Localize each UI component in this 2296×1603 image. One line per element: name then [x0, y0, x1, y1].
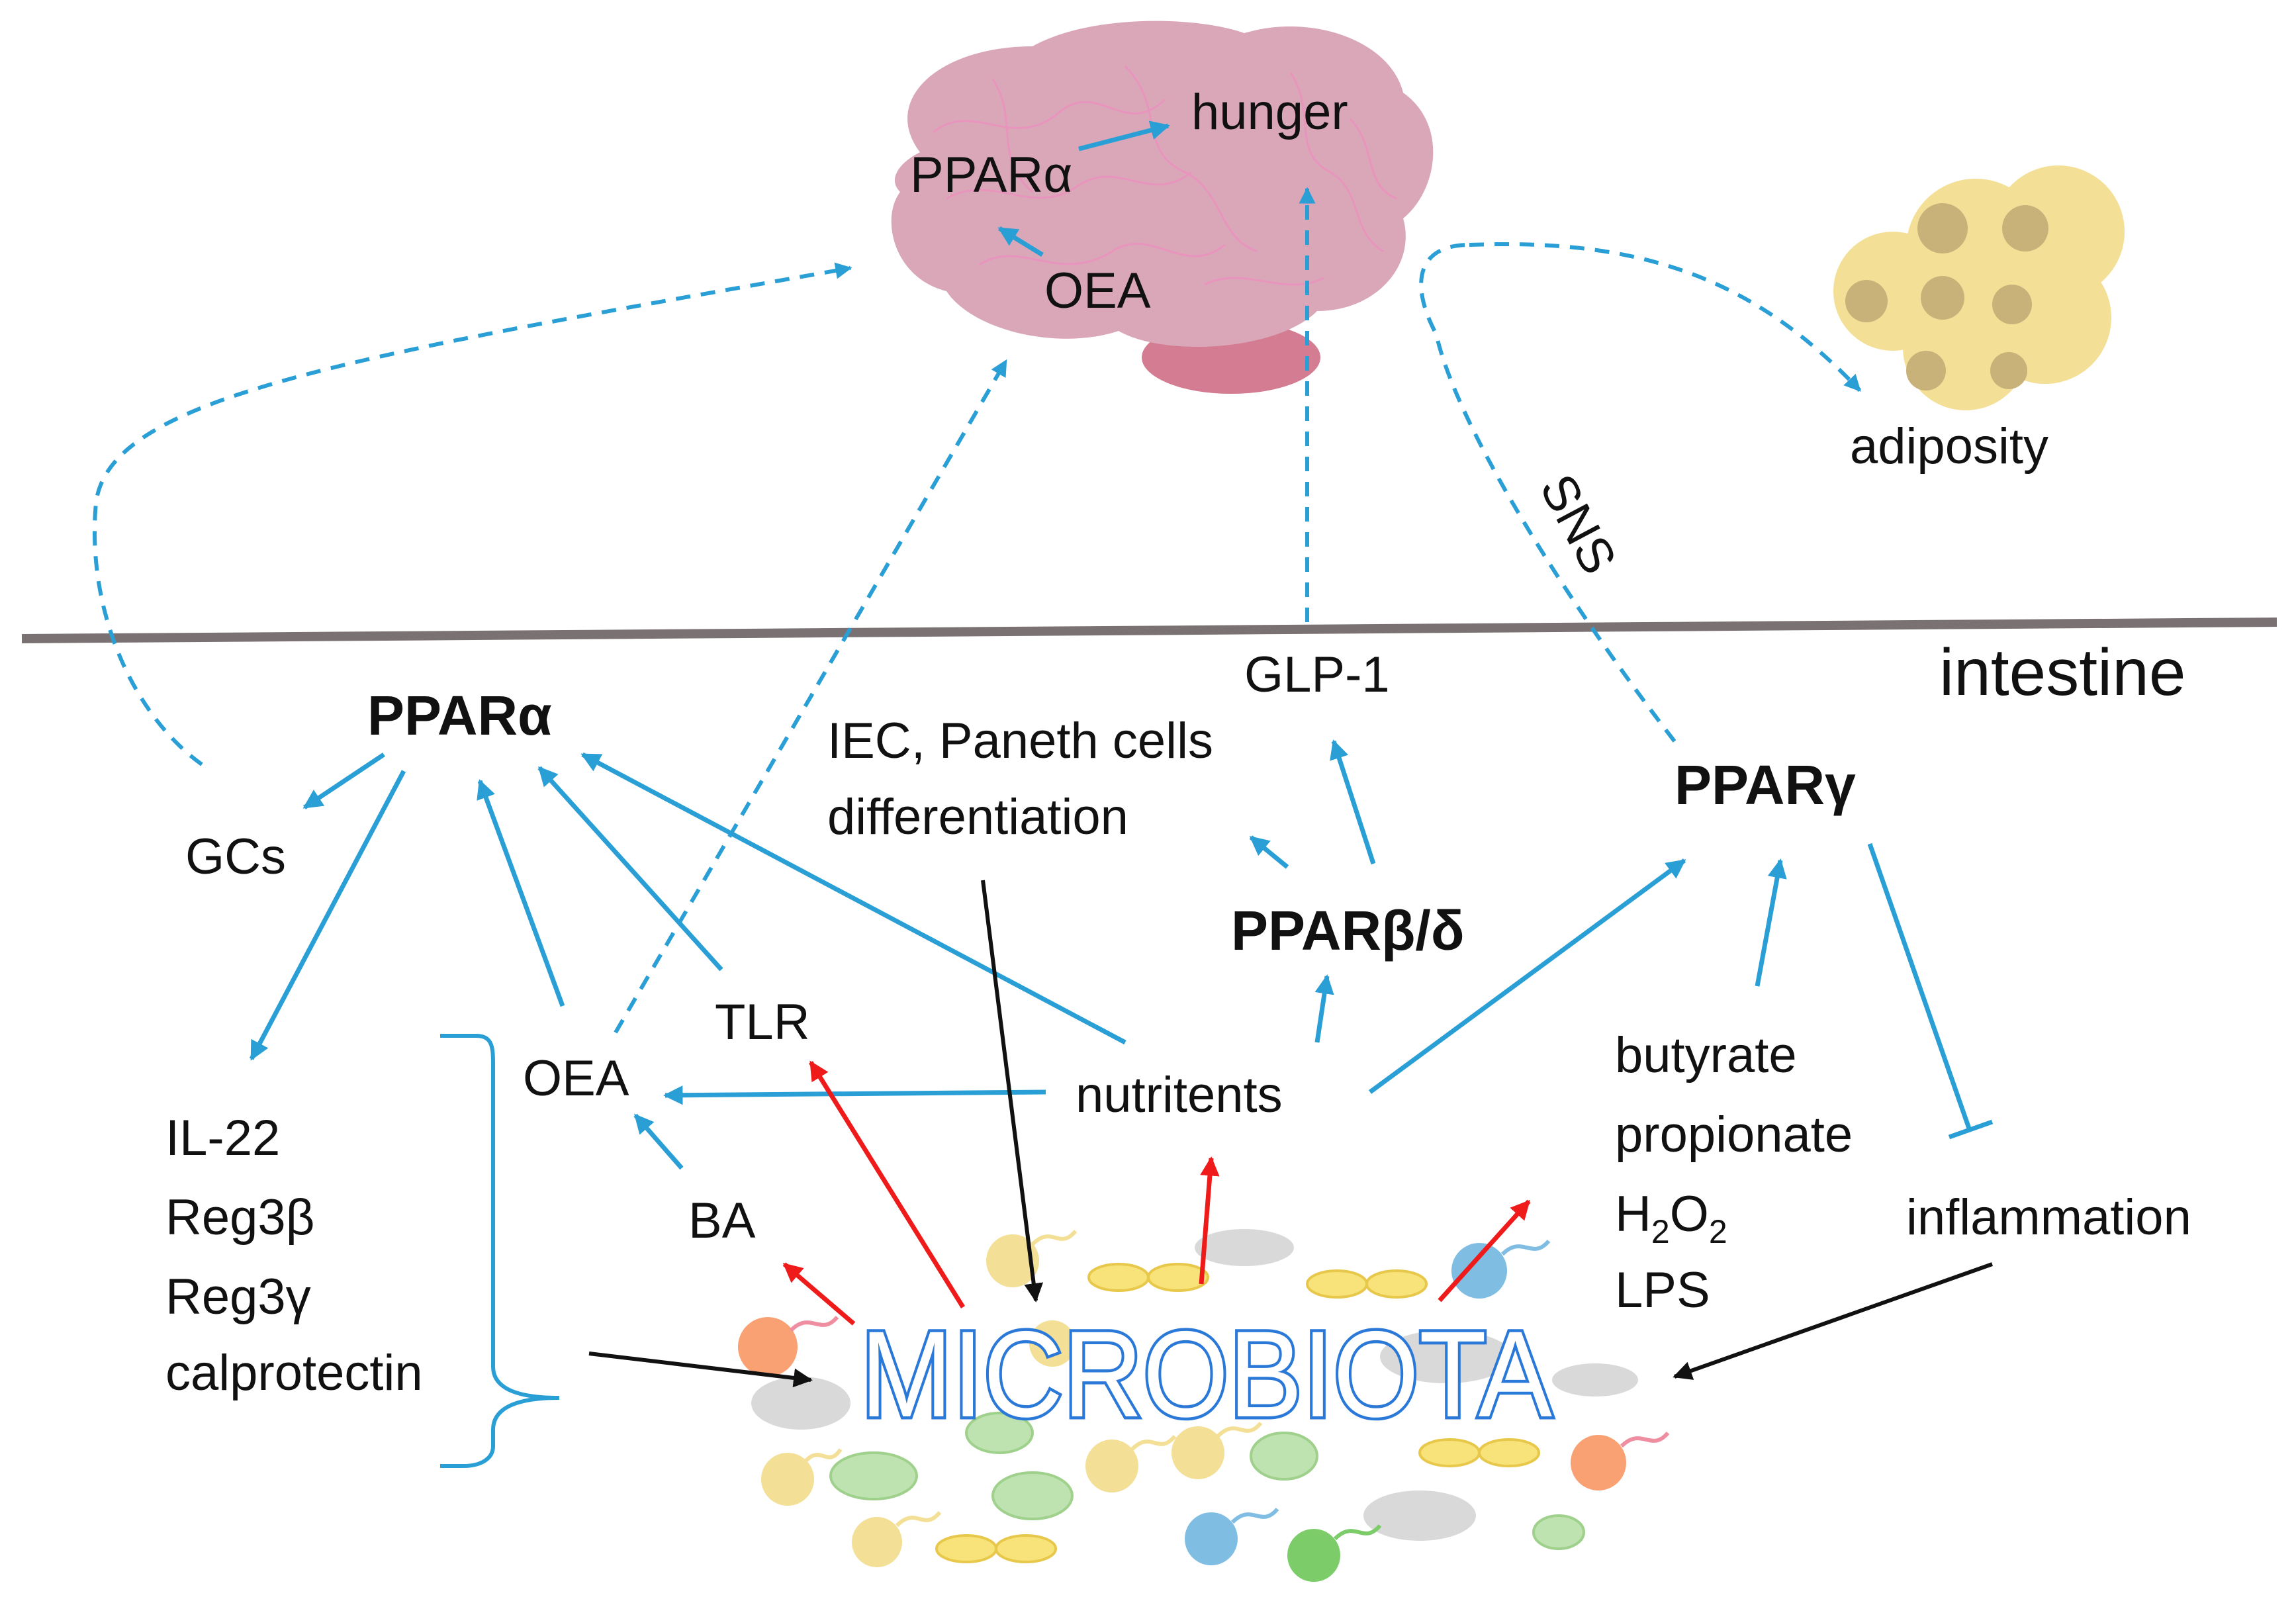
effectors-bracket [440, 1034, 560, 1468]
sns-to-adiposity-dashed-arrow [1469, 242, 1862, 392]
microbiota-to-tlr-arrow [809, 1060, 965, 1308]
ppara-to-gcs-arrow [302, 753, 385, 809]
label-intestine: intestine [1939, 635, 2185, 710]
bacteria-cluster-icon [738, 1229, 1670, 1582]
label-butyrate: butyrate [1615, 1027, 1797, 1083]
ppara-to-il22-arrow [249, 770, 406, 1061]
label-il22: IL-22 [165, 1110, 280, 1166]
label-tlr: TLR [715, 994, 810, 1050]
label-h2o2-sub-b: 2 [1709, 1213, 1727, 1250]
label-h2o2-o: O [1670, 1186, 1709, 1242]
microbiota-to-nutrients-arrow [1199, 1156, 1220, 1285]
nutrients-to-oea-arrow [663, 1085, 1046, 1105]
label-propionate: propionate [1615, 1107, 1853, 1163]
label-brain-ppara: PPARα [910, 147, 1072, 203]
microbiota-to-metabolites-arrow [1438, 1199, 1531, 1303]
inflammation-to-microbiota-arrow [1673, 1262, 1994, 1380]
label-pparbd: PPARβ/δ [1231, 899, 1465, 962]
nutrients-to-ppara-arrow [580, 752, 1126, 1045]
ppargamma-inhibits-inflammation [1867, 843, 1994, 1140]
label-microbiota: MICROBIOTA [860, 1306, 1553, 1443]
label-h2o2-h: H [1615, 1186, 1651, 1242]
intestinal-barrier-line [21, 618, 2277, 643]
label-sns: SNS [1529, 465, 1627, 583]
tlr-to-ppara-arrow [537, 766, 723, 972]
label-nutrients: nutritents [1076, 1067, 1283, 1123]
brain-icon [891, 21, 1434, 394]
oea-to-brain-dashed-arrow [614, 359, 1008, 1034]
pparbd-to-iec-arrow [1249, 835, 1289, 869]
label-reg3g: Reg3γ [165, 1269, 311, 1325]
label-hunger: hunger [1191, 84, 1348, 140]
label-adiposity: adiposity [1850, 418, 2048, 475]
label-gcs: GCs [185, 829, 286, 885]
label-calprotectin: calprotectin [165, 1345, 423, 1401]
butyrate-to-ppargamma-arrow [1755, 858, 1787, 987]
label-lps: LPS [1615, 1262, 1710, 1318]
label-ba: BA [688, 1193, 756, 1249]
adipose-tissue-icon [1833, 165, 2125, 410]
nutrients-to-pparbd-arrow [1314, 974, 1334, 1043]
effectors-to-microbiota-arrow [588, 1351, 813, 1388]
iec-to-microbiota-arrow [981, 880, 1044, 1303]
label-iec-line1: IEC, Paneth cells [827, 713, 1213, 769]
label-oea: OEA [523, 1050, 629, 1107]
label-reg3b: Reg3β [165, 1189, 314, 1246]
label-h2o2-sub-a: 2 [1651, 1213, 1670, 1250]
oea-to-ppara-arrow [477, 779, 565, 1007]
ba-to-oea-arrow [633, 1113, 684, 1170]
label-h2o2: H2O2 [1615, 1186, 1727, 1250]
label-iec-line2: differentiation [827, 789, 1128, 845]
label-glp1: GLP-1 [1244, 647, 1390, 703]
gcs-to-brain-dashed-arrow [92, 262, 852, 766]
label-inflammation: inflammation [1906, 1189, 2191, 1246]
oea-to-ppara-brain-arrow [997, 226, 1044, 257]
label-brain-oea: OEA [1044, 263, 1151, 319]
label-ppara: PPARα [367, 684, 552, 747]
label-ppargamma: PPARγ [1675, 754, 1856, 816]
pparbd-to-glp1-arrow [1330, 739, 1376, 865]
nutrients-to-ppargamma-arrow [1368, 858, 1686, 1094]
ppara-to-hunger-arrow [1078, 120, 1170, 152]
microbiota-to-ba-arrow [782, 1262, 856, 1326]
